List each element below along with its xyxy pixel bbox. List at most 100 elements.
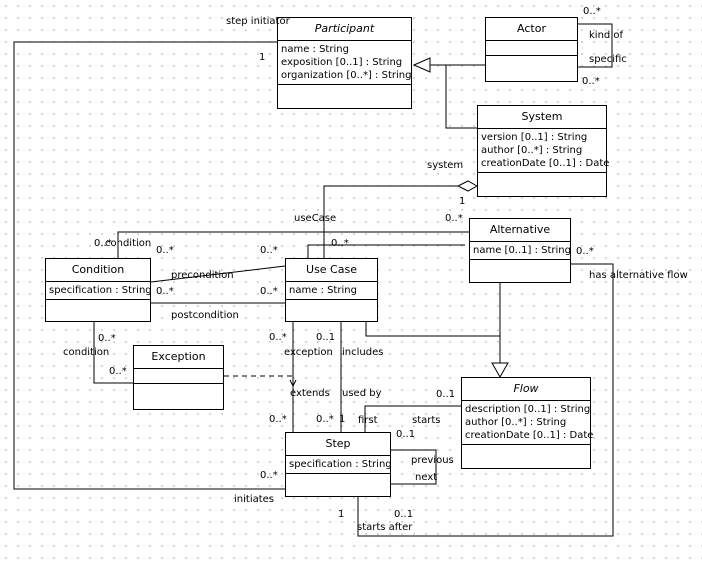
attributes — [486, 41, 577, 56]
class-name: Flow — [462, 378, 590, 401]
attribute: name : String — [289, 285, 357, 296]
class-name: Participant — [278, 18, 411, 41]
role-label: condition — [63, 347, 110, 358]
composition-diamond-system — [456, 180, 479, 192]
role-label: includes — [342, 347, 384, 358]
attribute: author [0..*] : String — [465, 417, 567, 428]
assoc-precondition — [150, 265, 286, 283]
class-flow[interactable]: Flow description [0..1] : String author … — [461, 377, 593, 469]
operations — [278, 85, 411, 101]
role-label: kind of — [589, 30, 624, 41]
attribute: specification : String — [49, 285, 152, 296]
role-label: condition — [105, 238, 152, 249]
dependency-exception-extends — [224, 375, 294, 384]
operations — [478, 173, 606, 189]
operations — [46, 300, 150, 316]
multiplicity-label: 1 — [339, 414, 346, 425]
multiplicity-label: 0..* — [94, 238, 112, 249]
multiplicity-label: 0..* — [316, 414, 334, 425]
role-label: extends — [290, 388, 330, 399]
role-label: postcondition — [171, 310, 239, 321]
class-alternative[interactable]: Alternative name [0..1] : String — [469, 218, 571, 283]
multiplicity-label: 0..1 — [394, 509, 414, 520]
multiplicity-label: 1 — [459, 196, 466, 207]
generalization-arrow-participant — [412, 57, 431, 73]
multiplicity-label: 0..* — [260, 245, 278, 256]
role-label: system — [427, 160, 464, 171]
attributes: specification : String — [46, 282, 152, 300]
class-name: Condition — [46, 259, 150, 282]
role-label: precondition — [171, 270, 234, 281]
assoc-alternative-condition — [117, 231, 469, 259]
class-name: Step — [286, 433, 390, 456]
operations — [286, 474, 390, 490]
multiplicity-label: 0..* — [576, 246, 594, 257]
assoc-has-alternative-flow — [357, 263, 614, 537]
class-system[interactable]: System version [0..1] : String author [0… — [477, 105, 610, 197]
role-label: has alternative flow — [589, 270, 688, 281]
assoc-step-initiator — [13, 41, 285, 490]
multiplicity-label: 0..* — [269, 414, 287, 425]
role-label: previous — [411, 455, 454, 466]
multiplicity-label: 0..1 — [316, 332, 336, 343]
multiplicity-label: 1 — [338, 509, 345, 520]
multiplicity-label: 1 — [259, 52, 266, 63]
attributes: version [0..1] : String author [0..*] : … — [478, 129, 610, 173]
multiplicity-label: 0..* — [331, 238, 349, 249]
attribute: author [0..*] : String — [481, 145, 583, 156]
assoc-first — [364, 405, 461, 432]
assoc-usecase-alternative — [307, 244, 465, 259]
role-label: starts — [412, 415, 441, 426]
class-name: Exception — [134, 346, 223, 369]
operations — [134, 384, 223, 400]
class-actor[interactable]: Actor — [485, 17, 578, 82]
operations — [286, 300, 377, 316]
role-label: initiates — [234, 494, 275, 505]
multiplicity-label: 0..* — [260, 286, 278, 297]
class-condition[interactable]: Condition specification : String — [45, 258, 152, 322]
multiplicity-label: 0..* — [260, 470, 278, 481]
attribute: creationDate [0..1] : Date — [481, 158, 610, 169]
attribute: organization [0..*] : String — [281, 70, 412, 81]
multiplicity-label: 0..* — [583, 6, 601, 17]
class-name: Use Case — [286, 259, 377, 282]
attribute: name : String — [281, 44, 349, 55]
multiplicity-label: 0..* — [269, 332, 287, 343]
multiplicity-label: 0..* — [445, 213, 463, 224]
multiplicity-label: 0..1 — [396, 429, 416, 440]
role-label: starts after — [357, 522, 413, 533]
operations — [470, 260, 570, 276]
role-label: useCase — [294, 213, 337, 224]
generalization-system — [445, 65, 477, 129]
role-label: first — [358, 415, 378, 426]
assoc-actor-kind-of — [578, 23, 613, 68]
class-participant[interactable]: Participant name : String exposition [0.… — [277, 17, 412, 109]
assoc-previous-next — [391, 449, 437, 485]
role-label: used by — [342, 388, 382, 399]
attribute: exposition [0..1] : String — [281, 57, 403, 68]
multiplicity-label: 0..* — [109, 366, 127, 377]
generalization-usecase-flow — [365, 321, 501, 363]
assoc-condition-exception — [93, 321, 133, 384]
multiplicity-label: 0..* — [98, 333, 116, 344]
class-name: Alternative — [470, 219, 570, 242]
class-step[interactable]: Step specification : String — [285, 432, 392, 497]
attribute: name [0..1] : String — [473, 245, 571, 256]
multiplicity-label: 0..* — [582, 76, 600, 87]
class-name: System — [478, 106, 606, 129]
multiplicity-label: 0..* — [156, 286, 174, 297]
multiplicity-label: 0..* — [156, 245, 174, 256]
role-label: step initiator — [226, 16, 290, 27]
attribute: specification : String — [289, 459, 392, 470]
composition-system-usecase — [323, 185, 458, 259]
attribute: version [0..1] : String — [481, 132, 588, 143]
operations — [462, 445, 590, 461]
class-exception[interactable]: Exception — [133, 345, 224, 410]
role-label: exception — [284, 347, 333, 358]
role-label: next — [415, 472, 438, 483]
attributes: name : String — [286, 282, 377, 300]
generalization-arrow-flow — [491, 362, 509, 379]
multiplicity-label: 0..1 — [436, 389, 456, 400]
class-usecase[interactable]: Use Case name : String — [285, 258, 378, 322]
